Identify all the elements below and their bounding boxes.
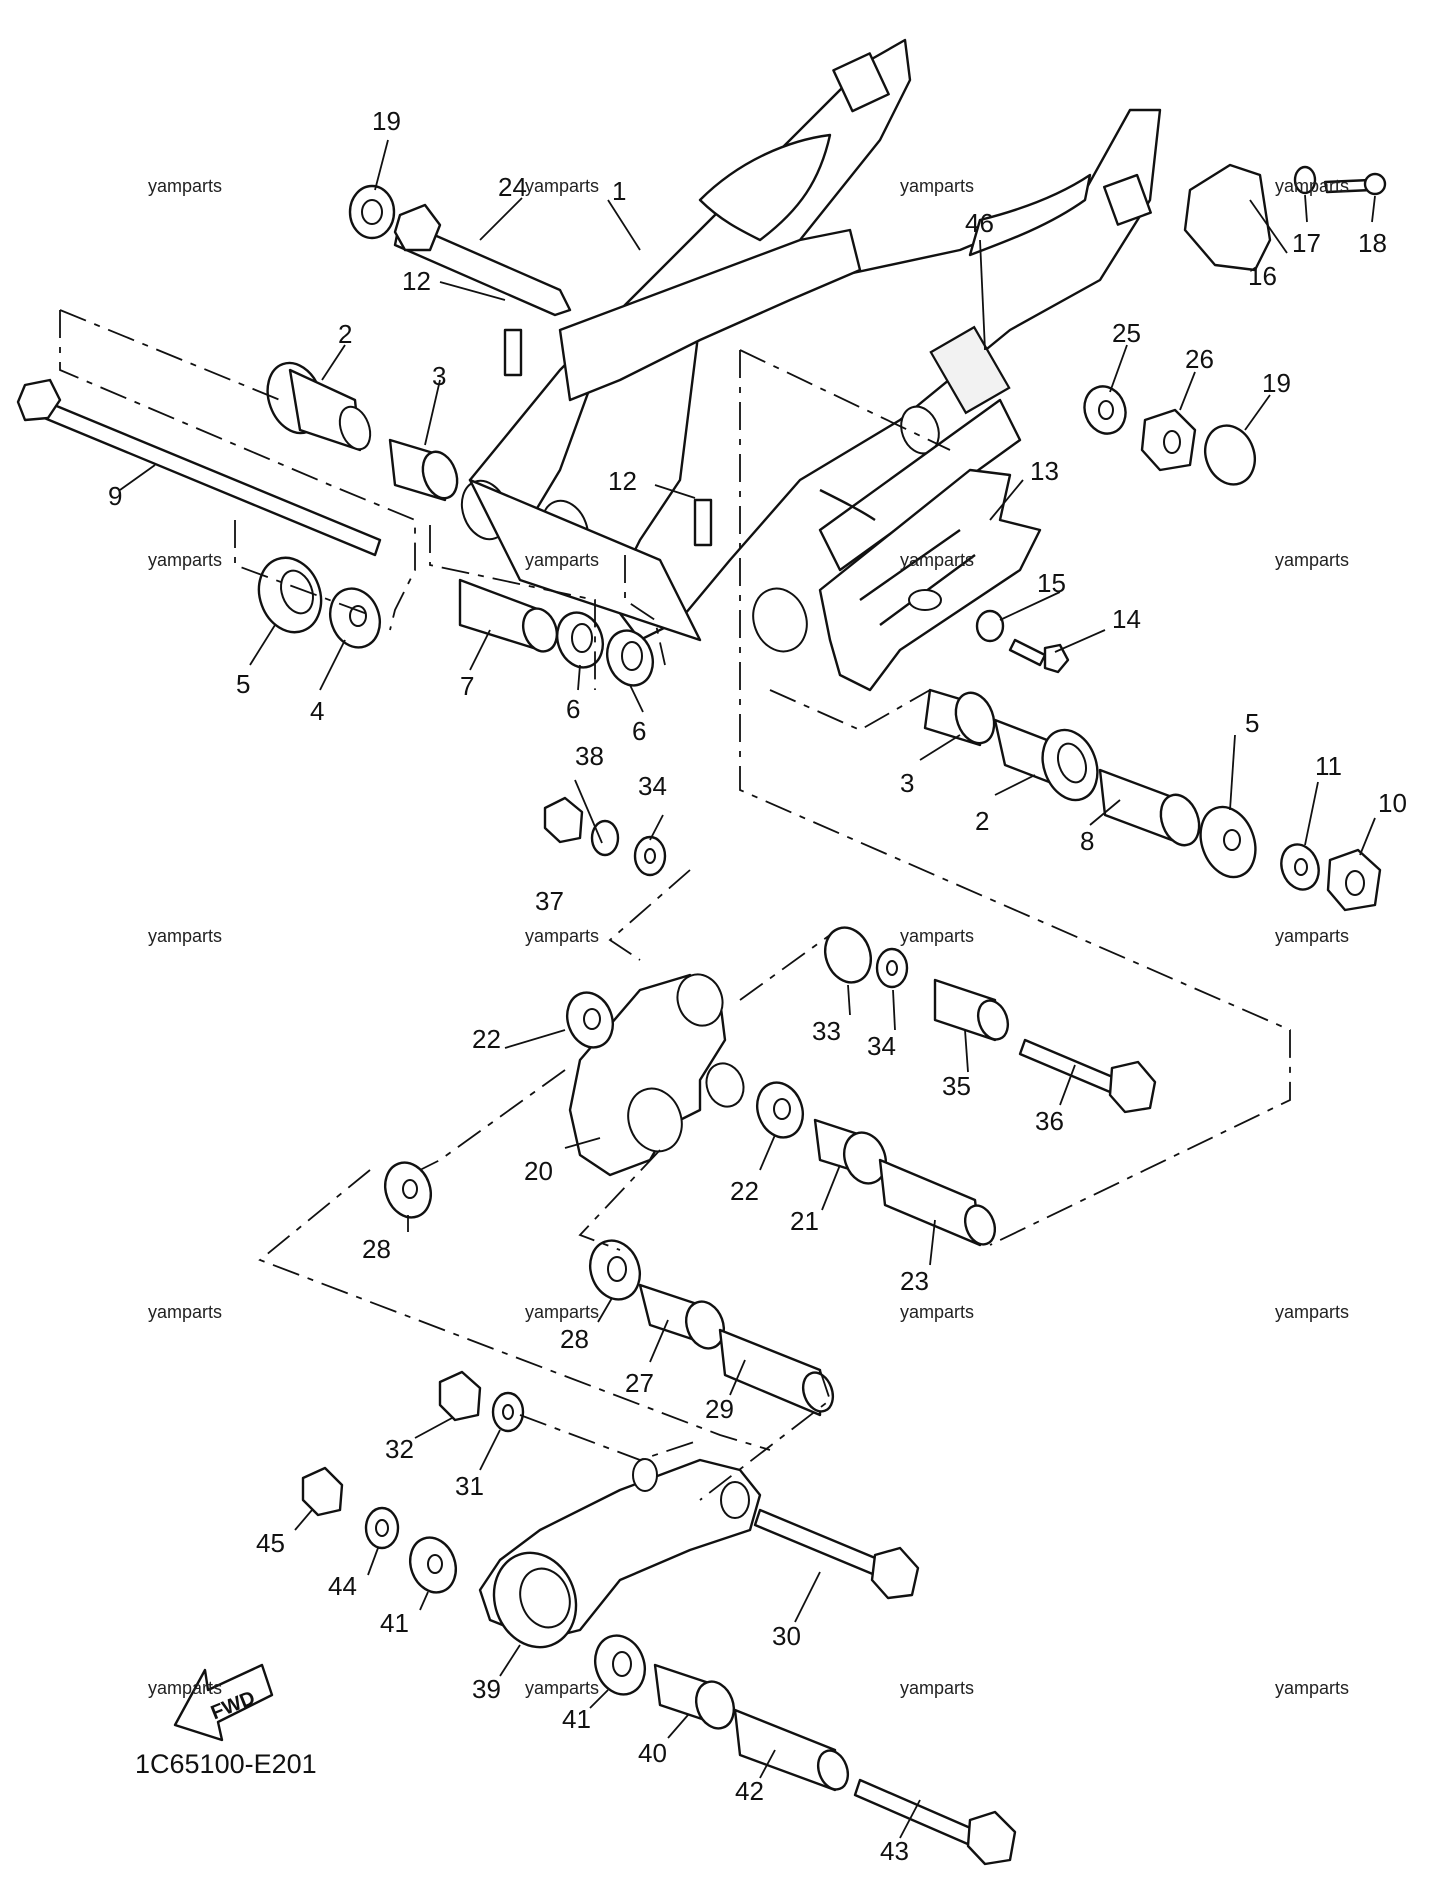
callout-34: 34 — [867, 1031, 896, 1061]
assembly-lines — [59, 309, 1291, 1501]
callout-22: 22 — [472, 1024, 501, 1054]
callout-17: 17 — [1292, 228, 1321, 258]
callout-5: 5 — [236, 669, 250, 699]
callout-34: 34 — [638, 771, 667, 801]
watermark: yamparts — [148, 550, 222, 570]
callout-43: 43 — [880, 1836, 909, 1866]
watermark: yamparts — [148, 176, 222, 196]
watermark: yamparts — [1275, 1302, 1349, 1322]
callout-45: 45 — [256, 1528, 285, 1558]
callout-14: 14 — [1112, 604, 1141, 634]
fwd-arrow-icon: FWD — [173, 1663, 274, 1742]
callout-36: 36 — [1035, 1106, 1064, 1136]
watermark: yamparts — [1275, 176, 1349, 196]
watermark: yamparts — [148, 926, 222, 946]
callout-24: 24 — [498, 172, 527, 202]
callout-32: 32 — [385, 1434, 414, 1464]
callout-11: 11 — [1315, 751, 1342, 781]
callout-46: 46 — [965, 208, 994, 238]
callout-9: 9 — [108, 481, 122, 511]
callout-4: 4 — [310, 696, 324, 726]
callout-12: 12 — [608, 466, 637, 496]
callout-33: 33 — [812, 1016, 841, 1046]
watermark: yamparts — [525, 176, 599, 196]
callout-12: 12 — [402, 266, 431, 296]
watermark: yamparts — [148, 1678, 222, 1698]
watermark: yamparts — [900, 1302, 974, 1322]
callout-28: 28 — [362, 1234, 391, 1264]
watermark: yamparts — [525, 1678, 599, 1698]
watermark: yamparts — [525, 926, 599, 946]
callout-3: 3 — [900, 768, 914, 798]
callout-38: 38 — [575, 741, 604, 771]
callout-25: 25 — [1112, 318, 1141, 348]
watermark: yamparts — [148, 1302, 222, 1322]
callout-28: 28 — [560, 1324, 589, 1354]
watermark: yamparts — [1275, 1678, 1349, 1698]
callout-19: 19 — [372, 106, 401, 136]
callout-15: 15 — [1037, 568, 1066, 598]
callout-39: 39 — [472, 1674, 501, 1704]
callout-2: 2 — [338, 319, 352, 349]
callout-35: 35 — [942, 1071, 971, 1101]
watermarks: yamparts yamparts yamparts yamparts yamp… — [148, 176, 1349, 1698]
callout-41: 41 — [562, 1704, 591, 1734]
callout-40: 40 — [638, 1738, 667, 1768]
callout-22: 22 — [730, 1176, 759, 1206]
callout-44: 44 — [328, 1571, 357, 1601]
chain-guide — [818, 468, 1042, 692]
callout-41: 41 — [380, 1608, 409, 1638]
watermark: yamparts — [900, 550, 974, 570]
watermark: yamparts — [525, 550, 599, 570]
callout-26: 26 — [1185, 344, 1214, 374]
callout-5: 5 — [1245, 708, 1259, 738]
watermark: yamparts — [900, 176, 974, 196]
callout-20: 20 — [524, 1156, 553, 1186]
callout-1: 1 — [612, 176, 626, 206]
callout-31: 31 — [455, 1471, 484, 1501]
callout-6: 6 — [632, 716, 646, 746]
watermark: yamparts — [1275, 926, 1349, 946]
callout-10: 10 — [1378, 788, 1407, 818]
callout-23: 23 — [900, 1266, 929, 1296]
callout-13: 13 — [1030, 456, 1059, 486]
callout-29: 29 — [705, 1394, 734, 1424]
callout-18: 18 — [1358, 228, 1387, 258]
watermark: yamparts — [525, 1302, 599, 1322]
callout-6: 6 — [566, 694, 580, 724]
callout-27: 27 — [625, 1368, 654, 1398]
callout-16: 16 — [1248, 261, 1277, 291]
callout-2: 2 — [975, 806, 989, 836]
watermark: yamparts — [1275, 550, 1349, 570]
callout-7: 7 — [460, 671, 474, 701]
callout-numbers: 1 2 2 3 3 4 5 5 6 6 7 8 9 10 11 12 12 13… — [108, 106, 1407, 1866]
diagram-code: 1C65100-E201 — [135, 1749, 317, 1779]
watermark: yamparts — [900, 1678, 974, 1698]
callout-37: 37 — [535, 886, 564, 916]
hardware-parts — [16, 163, 1387, 1866]
watermark: yamparts — [900, 926, 974, 946]
callout-3: 3 — [432, 361, 446, 391]
callout-30: 30 — [772, 1621, 801, 1651]
callout-8: 8 — [1080, 826, 1094, 856]
callout-42: 42 — [735, 1776, 764, 1806]
callout-21: 21 — [790, 1206, 819, 1236]
callout-19: 19 — [1262, 368, 1291, 398]
swingarm-assembly — [460, 38, 1162, 653]
leader-lines — [119, 139, 1376, 1839]
